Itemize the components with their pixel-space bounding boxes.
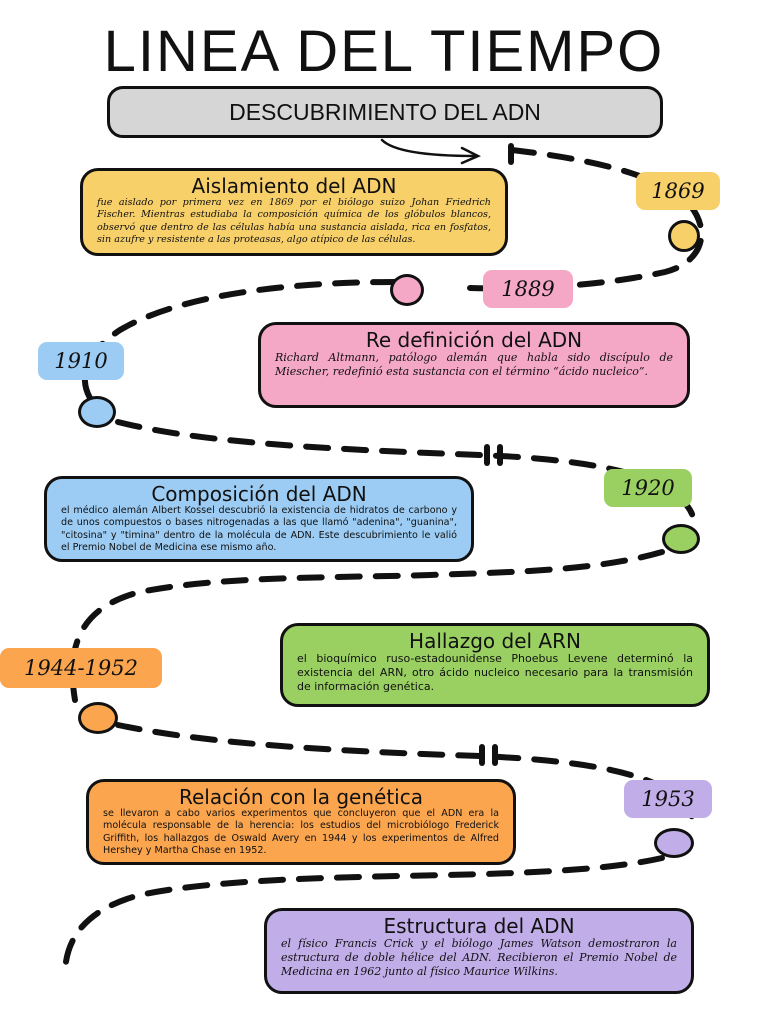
timeline-segment xyxy=(69,549,665,703)
event-title: Composición del ADN xyxy=(151,482,367,506)
event-title: Hallazgo del ARN xyxy=(409,629,581,653)
timeline-dot xyxy=(654,828,694,858)
year-label-1869: 1869 xyxy=(636,172,720,210)
event-card-aislamiento: Aislamiento del ADN fue aislado por prim… xyxy=(80,168,508,256)
timeline-dot xyxy=(78,702,118,734)
year-label-1910: 1910 xyxy=(38,342,124,380)
event-title: Re definición del ADN xyxy=(365,328,583,352)
event-title: Aislamiento del ADN xyxy=(191,174,397,198)
event-text: el físico Francis Crick y el biólogo Jam… xyxy=(281,937,677,978)
timeline-dot xyxy=(78,396,116,428)
event-card-redefinicion: Re definición del ADN Richard Altmann, p… xyxy=(258,322,690,408)
event-text: el médico alemán Albert Kossel descubrió… xyxy=(61,505,457,554)
event-text: se llevaron a cabo varios experimentos q… xyxy=(103,808,499,857)
event-title: Relación con la genética xyxy=(178,785,423,809)
event-text: Richard Altmann, patólogo alemán que hab… xyxy=(275,351,673,378)
year-label-1953: 1953 xyxy=(624,780,712,818)
event-title: Estructura del ADN xyxy=(383,914,575,938)
event-text: el bioquímico ruso-estadounidense Phoebu… xyxy=(297,652,693,693)
year-label-1920: 1920 xyxy=(604,469,692,507)
timeline-dot xyxy=(668,220,700,252)
timeline-dot xyxy=(390,274,424,306)
event-card-estructura: Estructura del ADN el físico Francis Cri… xyxy=(264,908,694,994)
subtitle-box: DESCUBRIMIENTO DEL ADN xyxy=(107,86,663,138)
year-label-1944-1952: 1944-1952 xyxy=(0,648,162,688)
event-text: fue aislado por primera vez en 1869 por … xyxy=(97,197,491,246)
subtitle-text: DESCUBRIMIENTO DEL ADN xyxy=(229,98,541,125)
arrow-icon xyxy=(380,138,481,165)
event-card-relacion: Relación con la genética se llevaron a c… xyxy=(86,779,516,865)
event-card-composicion: Composición del ADN el médico alemán Alb… xyxy=(44,476,474,562)
timeline-dot xyxy=(662,524,700,554)
page-title: LINEA DEL TIEMPO xyxy=(103,19,665,84)
year-label-1889: 1889 xyxy=(483,270,573,308)
timeline-segment xyxy=(62,855,665,978)
event-card-hallazgo: Hallazgo del ARN el bioquímico ruso-esta… xyxy=(280,623,710,707)
